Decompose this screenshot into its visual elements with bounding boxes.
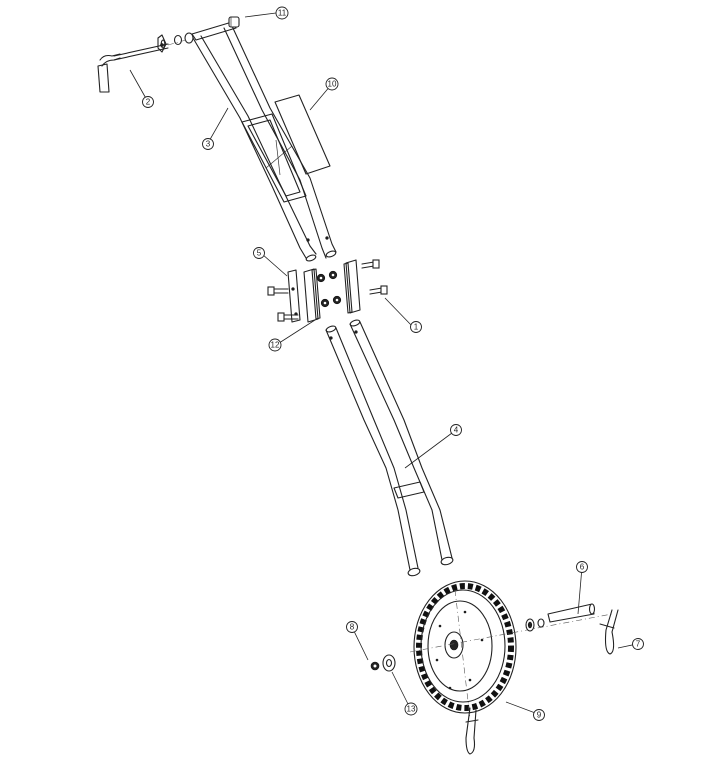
svg-text:6: 6 [580,563,585,572]
callout-2: 2 [142,96,154,108]
callout-10: 10 [325,77,339,91]
leader-lines [129,12,638,715]
svg-text:3: 3 [206,140,211,149]
spacer-washer-part [382,654,396,672]
callout-11: 11 [275,6,289,20]
callout-1: 1 [410,321,422,333]
callout-5: 5 [253,247,265,259]
svg-text:7: 7 [636,640,641,649]
decal-plate-part [274,94,331,175]
svg-text:1: 1 [414,323,419,332]
callout-4: 4 [450,424,462,436]
callout-3: 3 [202,138,214,150]
joint-bolts-part-1 [267,259,388,322]
svg-text:10: 10 [328,80,337,89]
wheel-tire-part [409,580,613,719]
upper-handle-part [191,21,337,262]
hex-nut-part [370,661,380,671]
svg-text:5: 5 [257,249,262,258]
callout-7: 7 [632,638,644,650]
center-bracket-part [303,259,361,323]
callout-6: 6 [576,561,588,573]
svg-text:12: 12 [271,341,280,350]
svg-text:13: 13 [407,705,416,714]
joint-nuts-part-12 [316,270,342,308]
lower-handle-part [325,319,454,577]
svg-text:4: 4 [454,426,459,435]
lower-hitch-clip [465,707,479,755]
svg-text:11: 11 [278,9,287,18]
svg-text:2: 2 [146,98,151,107]
callout-9: 9 [533,709,545,721]
callout-8: 8 [346,621,358,633]
grip-cap-part [228,16,240,28]
callout-12: 12 [268,338,282,352]
splice-plate-part-5 [287,269,301,323]
hitch-pin-clip-part [599,609,619,655]
callout-13: 13 [404,702,418,716]
svg-text:8: 8 [350,623,355,632]
svg-text:9: 9 [537,711,542,720]
handle-pin-part [97,32,194,93]
axle-part [547,603,596,623]
axle-washer-nut [525,618,545,632]
